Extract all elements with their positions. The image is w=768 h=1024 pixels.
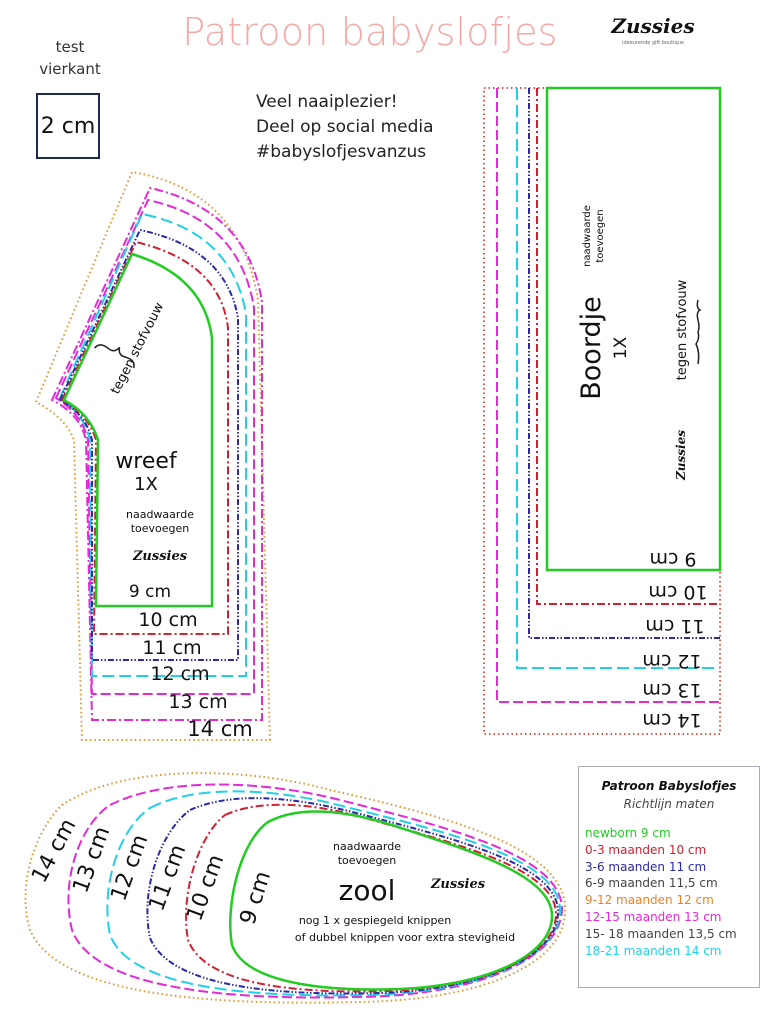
wreef-name: wreef — [115, 449, 178, 474]
boordje-piece — [483, 86, 722, 735]
boordje-brand-logo: Zussies — [674, 430, 688, 481]
wreef-size-12: 12 cm — [150, 663, 209, 685]
tagline-block: Veel naaiplezier! Deel op social media #… — [256, 90, 434, 165]
boordje-fold-brace — [695, 299, 702, 365]
wreef-fold-label: tegen stofvouw — [108, 300, 167, 397]
zool-outline-13cm — [67, 783, 564, 999]
legend-title: Patroon Babyslofjes — [601, 779, 737, 793]
wreef-size-13: 13 cm — [168, 691, 227, 713]
size-legend: Patroon Babyslofjes Richtlijn maten newb… — [578, 766, 760, 988]
legend-item: 3-6 maanden 11 cm — [585, 859, 707, 874]
wreef-outline-9cm — [62, 252, 214, 608]
zool-size-9: 9 cm — [236, 868, 277, 928]
zool-seam-line1: naadwaarde — [333, 840, 401, 853]
wreef-seam-line2: toevoegen — [131, 522, 190, 535]
zool-size-11: 11 cm — [144, 841, 191, 914]
legend-item: 18-21 maanden 14 cm — [585, 943, 722, 958]
wreef-outline-10cm — [60, 240, 229, 635]
zool-name: zool — [339, 874, 396, 907]
wreef-outline-14cm — [50, 186, 263, 721]
wreef-outline-11cm — [58, 228, 239, 661]
wreef-outline-13cm — [54, 198, 255, 695]
zool-note-line2: of dubbel knippen voor extra stevigheid — [295, 931, 515, 944]
brand-logo-name: Zussies — [611, 14, 695, 38]
test-square-label-line1: test — [55, 38, 85, 56]
zool-seam-line2: toevoegen — [338, 854, 397, 867]
page-title: Patroon babyslofjes — [182, 10, 558, 54]
wreef-size-10: 10 cm — [138, 609, 197, 631]
wreef-piece — [34, 170, 272, 741]
legend-list: newborn 9 cm 0-3 maanden 10 cm 3-6 maand… — [585, 825, 753, 959]
test-square-size: 2 cm — [40, 113, 96, 139]
boordje-count: 1X — [611, 336, 631, 359]
boordje-size-10: 10 cm — [648, 581, 707, 603]
wreef-fold-brace — [93, 344, 135, 369]
boordje-size-12: 12 cm — [642, 650, 701, 672]
brand-logo-tagline: ideeurende gift boutique — [622, 40, 684, 46]
legend-item: newborn 9 cm — [585, 826, 671, 840]
zool-size-10: 10 cm — [182, 851, 229, 924]
boordje-outline-13cm — [496, 88, 720, 703]
boordje-size-13: 13 cm — [642, 679, 701, 701]
boordje-size-11: 11 cm — [645, 615, 704, 637]
boordje-fold-label: tegen stofvouw — [675, 279, 690, 380]
test-square: 2 cm — [36, 93, 100, 159]
zool-piece — [24, 772, 567, 1004]
test-square-label: test vierkant — [30, 36, 110, 80]
boordje-outline-10cm — [536, 88, 720, 605]
wreef-outline-12cm — [58, 212, 247, 677]
zool-outline-9cm — [229, 810, 554, 991]
legend-item: 6-9 maanden 11,5 cm — [585, 876, 718, 891]
tagline-line: Veel naaiplezier! — [256, 92, 398, 112]
legend-item: 9-12 maanden 12 cm — [585, 893, 714, 908]
brand-logo: Zussies ideeurende gift boutique — [588, 14, 718, 64]
boordje-outline-9cm — [545, 86, 722, 572]
boordje-size-9: 9 cm — [649, 548, 696, 570]
wreef-seam-line1: naadwaarde — [126, 508, 194, 521]
tagline-line: Deel op social media — [256, 117, 434, 137]
test-square-label-line2: vierkant — [39, 60, 101, 78]
boordje-seam-line2: toevoegen — [595, 209, 606, 262]
wreef-size-14: 14 cm — [187, 717, 252, 741]
zool-outline-12cm — [106, 790, 562, 997]
boordje-seam-line1: naadwaarde — [582, 205, 593, 267]
wreef-brand-logo: Zussies — [132, 549, 188, 564]
wreef-count: 1X — [134, 474, 158, 495]
legend-item: 0-3 maanden 10 cm — [585, 842, 707, 857]
zool-size-12: 12 cm — [106, 831, 153, 904]
tagline-line: #babyslofjesvanzus — [256, 142, 427, 162]
boordje-size-14: 14 cm — [642, 709, 701, 731]
legend-subtitle: Richtlijn maten — [623, 797, 715, 811]
boordje-outline-12cm — [516, 88, 720, 669]
wreef-size-11: 11 cm — [142, 637, 201, 659]
boordje-outline-11cm — [528, 88, 720, 639]
wreef-size-9: 9 cm — [129, 582, 171, 602]
zool-note-line1: nog 1 x gespiegeld knippen — [299, 914, 451, 927]
zool-brand-logo: Zussies — [430, 877, 486, 892]
boordje-name: Boordje — [576, 296, 607, 399]
legend-item: 12-15 maanden 13 cm — [585, 909, 722, 924]
legend-item: 15- 18 maanden 13,5 cm — [585, 926, 737, 941]
